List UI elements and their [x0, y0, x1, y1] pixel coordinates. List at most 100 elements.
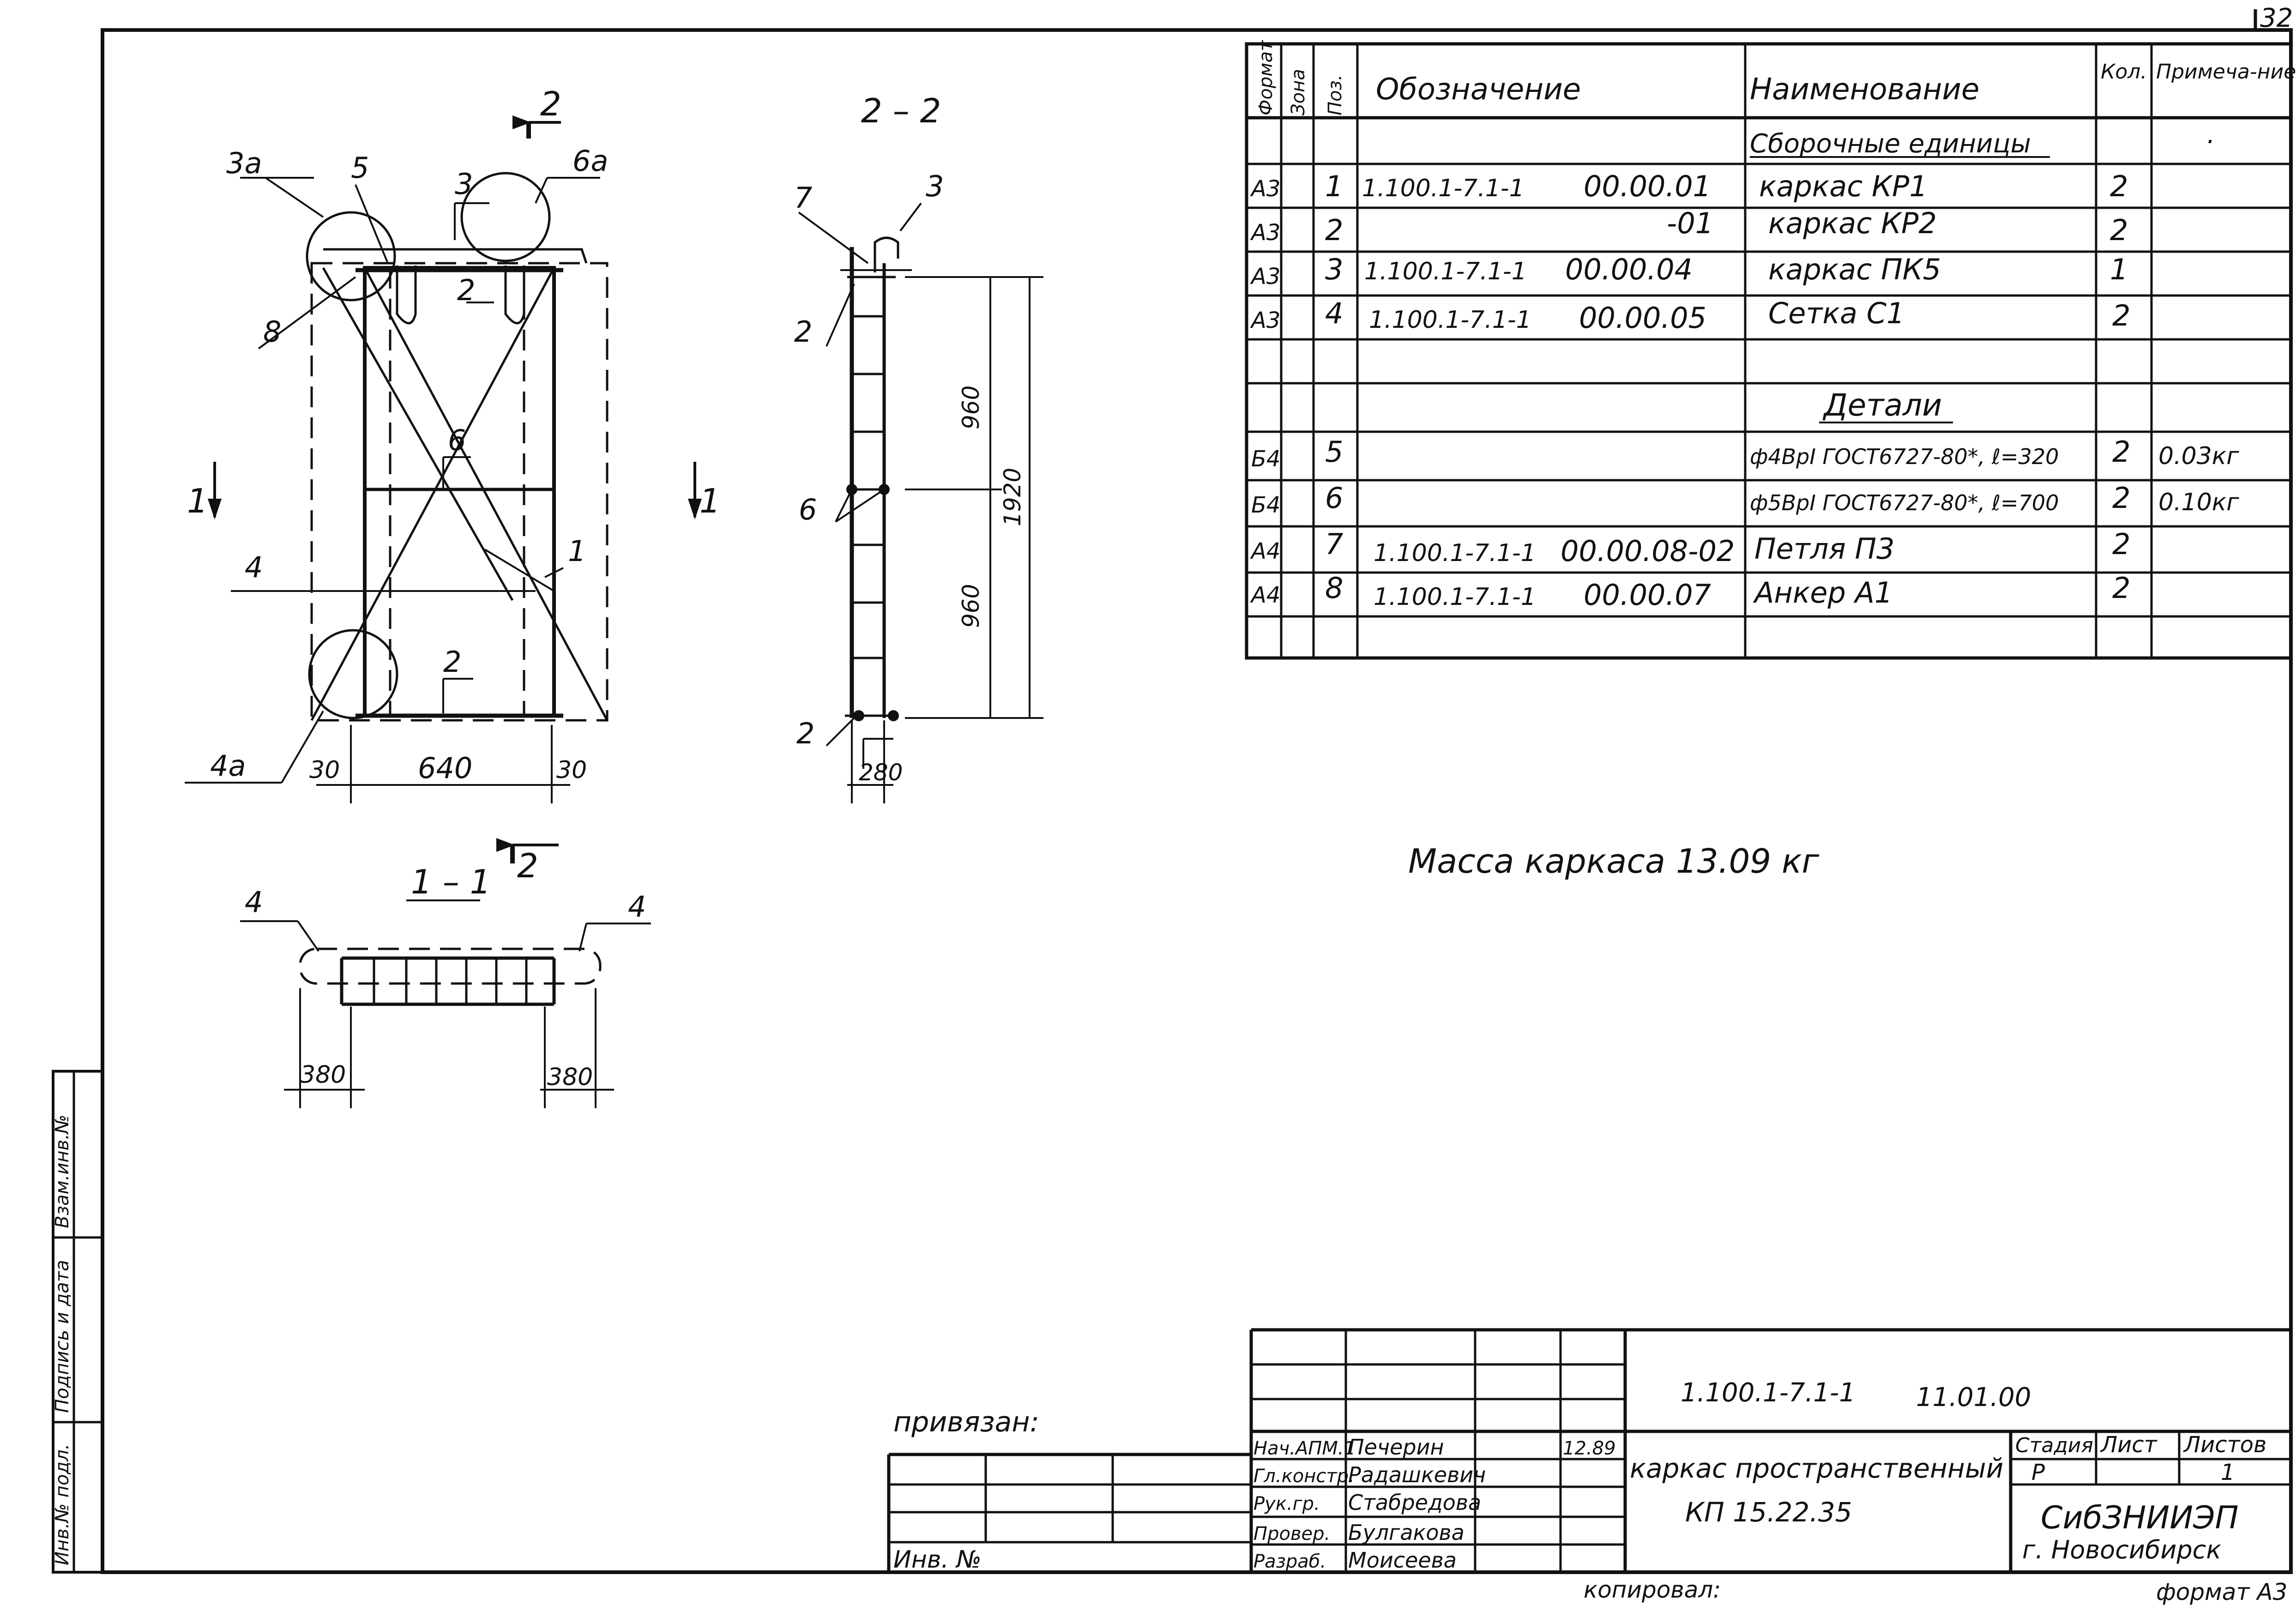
side-stamp-vzam: Взам.инв.№ [52, 1115, 73, 1228]
spec-row-qty: 2 [2110, 213, 2128, 247]
spec-row-name: ф4ВрI ГОСТ6727-80*, ℓ=320 [1750, 444, 2059, 469]
spec-table-grid [1245, 42, 2293, 660]
spec-row-fmt: А3 [1250, 220, 1280, 246]
spec-row-name: каркас ПК5 [1768, 253, 1941, 286]
callout-4: 4 [245, 550, 263, 584]
spec-row-qty: 2 [2112, 571, 2130, 605]
dim-960: 960 [958, 386, 984, 429]
spec-row-fmt: А4 [1250, 582, 1280, 608]
tb-code: 1.100.1-7.1-1 [1681, 1378, 1856, 1408]
spec-row-name: каркас КР2 [1768, 206, 1937, 240]
section-1-1-view [240, 899, 651, 1108]
callout-2: 2 [796, 717, 814, 750]
spec-row-qty: 2 [2112, 299, 2130, 332]
weld-dot-icon [846, 484, 857, 495]
spec-row-fmt: А3 [1250, 176, 1280, 202]
callout-4: 4 [628, 890, 646, 923]
spec-row-des: 1.100.1-7.1-1 [1369, 306, 1531, 334]
spec-row-name: Анкер А1 [1753, 576, 1892, 609]
spec-row-name: Сборочные единицы [1750, 129, 2031, 159]
spec-row-code: 00.00.01 [1584, 169, 1711, 203]
tb-privyazan: привязан: [893, 1406, 1039, 1438]
tb-role: Провер. [1253, 1523, 1330, 1545]
spec-row-note: . [2207, 120, 2215, 150]
spec-rows: Сборочные единицы . А3 1 1.100.1-7.1-1 0… [1250, 120, 2239, 612]
spec-row-note: 0.10кг [2158, 489, 2239, 516]
weld-dot-icon [879, 484, 890, 495]
side-mark-label: 1 [699, 482, 721, 520]
callout-1: 1 [568, 534, 586, 568]
spec-row-fmt: Б4 [1251, 446, 1280, 472]
spec-row-fmt: А3 [1250, 264, 1280, 290]
section-1-1-title: 1 – 1 [411, 863, 491, 901]
spec-header-zone: Зона [1288, 69, 1309, 115]
spec-row-code: 00.00.04 [1565, 253, 1693, 286]
tb-name: Печерин [1348, 1435, 1444, 1460]
callout-7: 7 [794, 181, 812, 215]
tb-stage-label: Стадия [2015, 1434, 2093, 1457]
spec-row-fmt: А3 [1250, 308, 1280, 333]
tb-sheet-label: Лист [2100, 1432, 2158, 1458]
mass-note: Масса каркаса 13.09 кг [1408, 842, 1820, 881]
tb-title-line2: КП 15.22.35 [1685, 1496, 1852, 1528]
drawing-texts: 32 Формат Зона Поз. Обозначение Наименов… [52, 3, 2296, 1605]
section-mark-label: 2 [540, 84, 561, 123]
spec-header-format: Формат [1255, 40, 1277, 115]
spec-row-code: 00.00.05 [1579, 301, 1706, 335]
spec-row-qty: 2 [2110, 169, 2128, 203]
spec-row-fmt: А4 [1250, 538, 1280, 564]
spec-row-code: -01 [1667, 206, 1713, 240]
spec-row-des: 1.100.1-7.1-1 [1362, 175, 1525, 202]
callout-6: 6 [799, 493, 817, 526]
weld-dot-icon [853, 710, 864, 721]
spec-row-name: Сетка С1 [1768, 296, 1904, 330]
spec-row-name: Детали [1822, 387, 1942, 423]
footer-format: формат А3 [2156, 1579, 2287, 1605]
spec-row-pos: 1 [1325, 169, 1343, 203]
side-stamp-signature-date: Подпись и дата [52, 1260, 73, 1413]
tb-name: Радашкевич [1348, 1462, 1486, 1487]
spec-row-code: 00.00.07 [1584, 578, 1711, 612]
tb-role: Нач.АПМ.1 [1253, 1438, 1356, 1459]
spec-header-note: Примеча-ние [2156, 60, 2296, 84]
dim-30: 30 [556, 756, 587, 784]
spec-row-name: Петля П3 [1754, 532, 1895, 566]
callout-6: 6 [448, 423, 466, 457]
callout-6a: 6а [572, 144, 608, 178]
callout-2: 2 [794, 315, 812, 349]
tb-sheets: 1 [2221, 1460, 2235, 1485]
spec-header-qty: Кол. [2101, 60, 2147, 84]
spec-row-name: каркас КР1 [1759, 169, 1928, 203]
dim-380: 380 [547, 1063, 593, 1091]
tb-role: Рук.гр. [1253, 1493, 1320, 1514]
dim-1920: 1920 [999, 468, 1026, 526]
spec-row-pos: 8 [1325, 571, 1343, 605]
tb-role: Гл.констр. [1253, 1466, 1355, 1487]
dim-280: 280 [859, 759, 903, 786]
arrow-icon [496, 838, 515, 852]
dim-960: 960 [958, 584, 984, 628]
tb-code-suffix: 11.01.00 [1916, 1382, 2031, 1412]
tb-name: Моисеева [1348, 1548, 1457, 1573]
dim-640: 640 [418, 751, 472, 785]
side-stamp-frame [52, 1070, 104, 1574]
tb-stage: Р [2031, 1460, 2045, 1485]
dim-380: 380 [300, 1061, 346, 1089]
sheet-frame [101, 28, 2293, 1574]
spec-row-fmt: Б4 [1251, 492, 1280, 518]
tb-city: г. Новосибирск [2022, 1535, 2221, 1564]
spec-row-pos: 4 [1325, 296, 1343, 330]
tb-title-line1: каркас пространственный [1630, 1453, 2003, 1484]
spec-row-code: 00.00.08-02 [1561, 534, 1735, 568]
weld-dot-icon [888, 710, 899, 721]
arrow-icon [512, 115, 531, 129]
spec-row-pos: 3 [1325, 253, 1343, 286]
tb-date: 12.89 [1563, 1438, 1616, 1459]
spec-row-qty: 2 [2112, 481, 2130, 515]
spec-row-des: 1.100.1-7.1-1 [1374, 539, 1536, 567]
spec-header-pos: Поз. [1325, 74, 1346, 115]
tb-name: Булгакова [1348, 1520, 1464, 1545]
footer-copied: копировал: [1584, 1576, 1721, 1603]
spec-row-qty: 2 [2112, 527, 2130, 561]
callout-3: 3 [455, 167, 473, 201]
